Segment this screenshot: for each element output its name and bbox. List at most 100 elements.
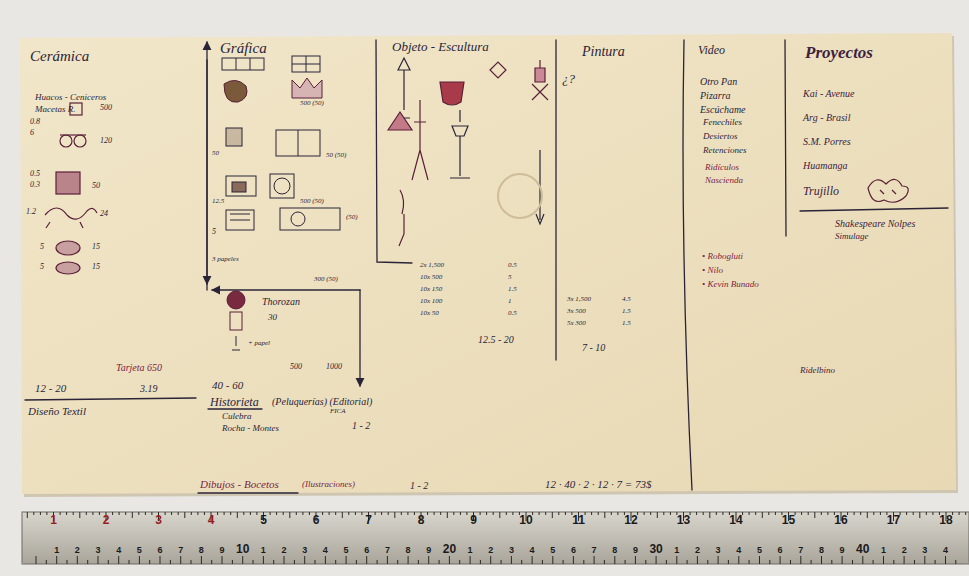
- ruler-number: 30: [649, 543, 662, 556]
- ruler-number: 17: [887, 514, 900, 527]
- handwritten-note: 50: [92, 182, 100, 191]
- handwritten-note: 0.8: [30, 118, 40, 127]
- ruler-number: 5: [344, 546, 349, 556]
- handwritten-note: Video: [698, 44, 725, 57]
- ruler-number: 7: [798, 546, 803, 556]
- handwritten-note: Huamanga: [803, 160, 847, 171]
- ruler-number: 1: [50, 514, 57, 527]
- ruler-number: 3: [509, 546, 514, 556]
- ruler-number: 8: [199, 546, 204, 556]
- ruler-number: 9: [426, 546, 431, 556]
- handwritten-note: 12.5: [212, 198, 224, 206]
- object-sketches: [388, 58, 548, 246]
- ruler-number: 13: [677, 514, 690, 527]
- ruler-number: 4: [530, 546, 535, 556]
- ruler-number: 8: [612, 546, 617, 556]
- tape-ruler: [22, 512, 969, 564]
- handwritten-note: Ridículos: [705, 163, 739, 173]
- ruler-number: 4: [736, 546, 741, 556]
- handwritten-note: 5: [508, 274, 512, 282]
- ruler-number: 1: [674, 546, 679, 556]
- ruler-number: 1: [468, 546, 473, 556]
- ruler-number: 9: [840, 546, 845, 556]
- handwritten-note: Historieta: [210, 396, 259, 409]
- ruler-number: 12: [624, 514, 637, 527]
- handwritten-note: Tarjeta 650: [116, 362, 162, 373]
- ruler-number: 16: [834, 514, 847, 527]
- handwritten-note: 1 - 2: [352, 420, 370, 431]
- handwritten-note: Fenechiles: [703, 118, 742, 128]
- handwritten-note: 500 (50): [300, 100, 324, 108]
- handwritten-note: 1.5: [622, 320, 631, 328]
- ruler-number: 15: [782, 514, 795, 527]
- handwritten-note: Pintura: [582, 44, 625, 59]
- handwritten-note: 1.2: [26, 208, 36, 217]
- handwritten-note: Escúchame: [700, 104, 746, 115]
- handwritten-note: 12 - 20: [35, 382, 66, 394]
- ruler-number: 2: [695, 546, 700, 556]
- handwritten-note: 5x 300: [567, 320, 586, 328]
- ruler-number: 7: [385, 546, 390, 556]
- ruler-number: 1: [881, 546, 886, 556]
- ruler-number: 11: [572, 514, 585, 527]
- handwritten-note: 1000: [326, 363, 342, 372]
- handwritten-note: 5: [40, 263, 44, 272]
- handwritten-note: 120: [100, 137, 112, 146]
- handwritten-note: 30: [268, 313, 277, 323]
- ruler-number: 4: [208, 514, 215, 527]
- handwritten-note: S.M. Porres: [803, 136, 851, 147]
- ruler-number: 1: [261, 546, 266, 556]
- ruler-number: 3: [716, 546, 721, 556]
- ruler-number: 9: [633, 546, 638, 556]
- ruler-number: 4: [943, 546, 948, 556]
- ruler-number: 6: [571, 546, 576, 556]
- handwritten-note: Dibujos - Bocetos: [200, 478, 279, 490]
- ruler-number: 1: [54, 546, 59, 556]
- handwritten-note: (Ilustraciones): [302, 480, 355, 490]
- handwritten-note: Retenciones: [703, 146, 746, 156]
- handwritten-note: 7 - 10: [582, 342, 605, 353]
- ruler-number: 2: [488, 546, 493, 556]
- handwritten-note: 3x 1,500: [567, 296, 591, 304]
- ruler-number: 3: [155, 514, 162, 527]
- handwritten-note: Gráfica: [220, 40, 267, 57]
- handwritten-note: Desiertos: [703, 132, 738, 142]
- handwritten-note: (50): [346, 214, 358, 222]
- ruler-number: 5: [757, 546, 762, 556]
- ruler-number: 6: [313, 514, 320, 527]
- handwritten-note: Shakespeare Nolpes: [835, 218, 915, 229]
- handwritten-note: 300 (50): [314, 276, 338, 284]
- handwritten-note: Kai - Avenue: [803, 88, 854, 99]
- ruler-number: 14: [729, 514, 742, 527]
- handwritten-note: ¿?: [562, 72, 575, 86]
- ruler-number: 5: [550, 546, 555, 556]
- ruler-number: 20: [443, 543, 456, 556]
- pen-lines: [25, 40, 948, 493]
- handwritten-note: Pizarra: [700, 90, 731, 101]
- handwritten-note: Otro Pan: [700, 76, 737, 87]
- handwritten-note: + papel: [248, 340, 270, 348]
- handwritten-note: 24: [100, 210, 108, 219]
- handwritten-note: • Kevin Bunado: [702, 280, 759, 290]
- handwritten-note: Objeto - Escultura: [392, 40, 489, 54]
- ruler-number: 9: [220, 546, 225, 556]
- ruler-number: 5: [137, 546, 142, 556]
- ruler-number: 3: [922, 546, 927, 556]
- ruler-number: 6: [158, 546, 163, 556]
- ruler-number: 2: [902, 546, 907, 556]
- handwritten-note: 3 papeles: [212, 256, 239, 264]
- ruler-number: 4: [323, 546, 328, 556]
- handwritten-note: 12.5 - 20: [478, 334, 514, 345]
- ruler-number: 2: [282, 546, 287, 556]
- handwritten-note: Diseño Textil: [28, 405, 86, 417]
- handwritten-note: Huacos - Ceniceros: [35, 93, 106, 103]
- handwritten-note: 4.5: [622, 296, 631, 304]
- ruler-number: 2: [75, 546, 80, 556]
- ruler-number: 3: [96, 546, 101, 556]
- handwritten-note: 15: [92, 243, 100, 252]
- handwritten-note: 1 - 2: [410, 480, 428, 491]
- handwritten-note: 0.5: [508, 310, 517, 318]
- ruler-number: 18: [939, 514, 952, 527]
- handwritten-note: Arg - Brasil: [803, 112, 850, 123]
- ceramic-sketches: [45, 103, 97, 274]
